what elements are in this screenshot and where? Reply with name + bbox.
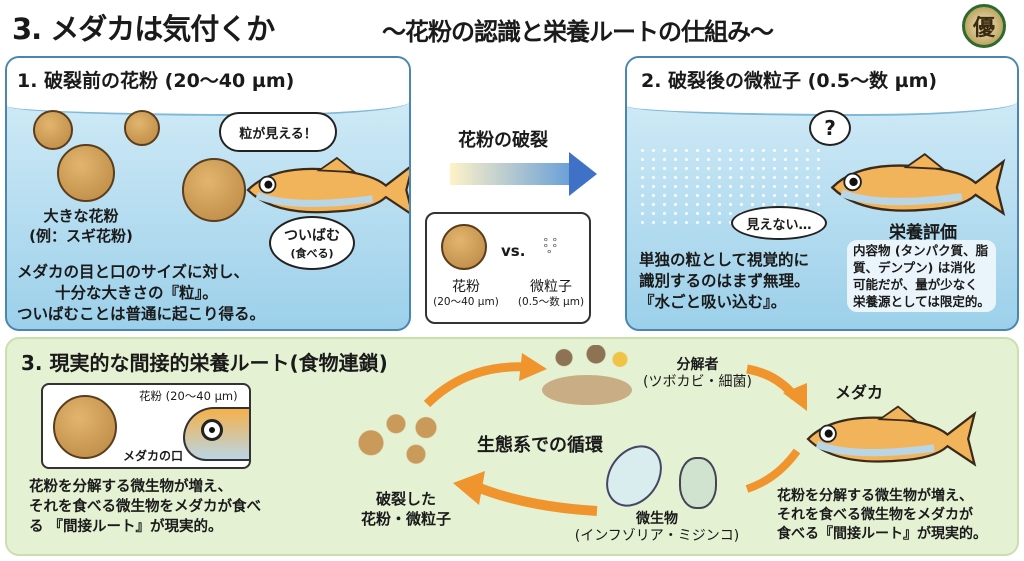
bubble-text: (食べる) (290, 247, 334, 260)
medaka-fish-icon (239, 154, 411, 226)
broken-pollen-icon (351, 401, 451, 477)
panel3-right-body: 花粉を分解する微生物が増え、それを食べる微生物をメダカが食べる『間接ルート』が現… (777, 487, 987, 544)
label-line: 破裂した (376, 490, 437, 508)
body-line: ついばむことは普通に起こり得る。 (17, 305, 266, 323)
panel-after-rupture: 2. 破裂後の微粒子 (0.5〜数 µm) ? 見えない… 単独の粒として視覚的… (625, 56, 1019, 331)
logo-emblem: 優 (962, 4, 1006, 48)
fungi-caps-icon (552, 345, 632, 381)
vs-label: vs. (501, 242, 526, 260)
body-line: 十分な大きさの『粒』。 (55, 284, 218, 302)
body-line: る 『間接ルート』が現実的。 (29, 519, 223, 535)
arrow-medaka-microbes (745, 448, 801, 493)
rupture-arrow-head (569, 152, 597, 196)
water-surface (627, 58, 1017, 116)
broken-pollen-label: 破裂した花粉・微粒子 (361, 489, 451, 529)
page-title: 3. メダカは気付くか (12, 12, 275, 46)
body-line: 栄養源としては限定的。 (853, 294, 990, 309)
label-line: 微生物 (636, 511, 678, 527)
medaka-label: メダカ (835, 383, 884, 402)
water-surface (7, 58, 409, 116)
decomposer-label: 分解者(ツボカビ・細菌) (643, 357, 752, 391)
question-bubble: ? (809, 110, 851, 146)
arrow-to-decomposer (423, 362, 528, 408)
medaka-fish-icon (799, 403, 979, 475)
inset-mouth-label: メダカの口 (123, 449, 184, 463)
panel1-title: 1. 破裂前の花粉 (20〜40 µm) (17, 70, 295, 92)
body-line: 可能だが、量が少なく (853, 277, 978, 292)
pollen-label: 大きな花粉 (例：スギ花粉) (21, 206, 141, 246)
panel-indirect-route: 3. 現実的な間接的栄養ルート(食物連鎖) 花粉 (20〜40 µm) メダカの… (5, 337, 1019, 556)
pollen-icon (441, 224, 487, 270)
body-line: それを食べる微生物をメダカが (777, 507, 973, 523)
bitten-pollen-icon (182, 158, 246, 222)
body-line: 質、デンプン) は消化 (853, 260, 976, 275)
pollen-label-line: 大きな花粉 (43, 207, 119, 225)
label-line: (インフゾリア・ミジンコ) (574, 528, 740, 544)
body-line: 内容物 (タンパク質、脂 (853, 243, 989, 258)
label-line: 花粉・微粒子 (361, 510, 452, 528)
panel3-left-body: 花粉を分解する微生物が増え、それを食べる微生物をメダカが食べる 『間接ルート』が… (29, 477, 261, 537)
fish-eye-icon (201, 419, 223, 441)
rupture-label: 花粉の破裂 (458, 130, 548, 151)
body-line: 単独の粒として視覚的に (639, 251, 810, 269)
panel2-title: 2. 破裂後の微粒子 (0.5〜数 µm) (641, 70, 938, 92)
speech-bubble-grain-visible: 粒が見える！ (219, 112, 337, 152)
large-pollen-icon (57, 144, 115, 202)
nutrition-box: 内容物 (タンパク質、脂質、デンプン) は消化可能だが、量が少なく栄養源としては… (847, 240, 996, 312)
label-name: 花粉 (452, 279, 480, 295)
pollen-label-line: (例：スギ花粉) (29, 227, 133, 245)
panel3-title: 3. 現実的な間接的栄養ルート(食物連鎖) (21, 351, 388, 375)
microparticle-icon: ° °° ° ° (543, 236, 558, 261)
particle-compare-label: 微粒子(0.5〜数 µm) (511, 280, 591, 310)
bubble-text: 粒が見える！ (239, 126, 317, 142)
body-line: それを食べる微生物をメダカが食べ (29, 499, 261, 515)
pollen-icon (53, 395, 117, 459)
cycle-arrows (423, 353, 807, 516)
panel1-body: メダカの目と口のサイズに対し、十分な大きさの『粒』。ついばむことは普通に起こり得… (17, 262, 265, 325)
cycle-center-label: 生態系での循環 (477, 435, 603, 456)
logo-text: 優 (972, 16, 995, 41)
body-line: 花粉を分解する微生物が増え、 (777, 488, 973, 504)
label-size: (0.5〜数 µm) (517, 296, 585, 308)
comparison-box: vs. ° °° ° ° 花粉(20〜40 µm) 微粒子(0.5〜数 µm) (425, 212, 591, 324)
panel-before-rupture: 1. 破裂前の花粉 (20〜40 µm) 粒が見える！ ついばむ (食べる) 大き… (5, 56, 411, 331)
inset-pollen-label: 花粉 (20〜40 µm) (139, 389, 238, 403)
bubble-text: ついばむ (284, 228, 340, 244)
floating-pollen-icon (124, 110, 160, 146)
body-line: 食べる『間接ルート』が現実的。 (777, 526, 987, 542)
bubble-text: ? (824, 116, 836, 140)
label-line: 分解者 (676, 357, 719, 373)
page-subtitle: 〜花粉の認識と栄養ルートの仕組み〜 (382, 18, 774, 46)
bubble-text: 見えない… (746, 217, 812, 233)
daphnia-icon (679, 457, 717, 509)
floating-pollen-icon (33, 110, 73, 150)
label-size: (20〜40 µm) (433, 296, 499, 308)
mouth-inset: 花粉 (20〜40 µm) メダカの口 (41, 383, 251, 469)
label-name: 微粒子 (530, 279, 572, 295)
arrow-to-broken (475, 482, 598, 516)
label-line: (ツボカビ・細菌) (643, 374, 752, 390)
arrow-to-broken-head (453, 471, 485, 505)
arrow-to-decomposer-head (519, 353, 547, 381)
pollen-compare-label: 花粉(20〜40 µm) (429, 280, 503, 310)
cannot-see-bubble: 見えない… (731, 206, 827, 240)
body-line: 識別するのはまず無理。 (639, 272, 810, 290)
arrow-to-medaka-head (783, 383, 807, 411)
speech-bubble-peck: ついばむ (食べる) (269, 216, 355, 270)
nutrition-title: 栄養評価 (889, 223, 957, 243)
body-line: メダカの目と口のサイズに対し、 (17, 263, 250, 281)
body-line: 『水ごと吸い込む』。 (639, 293, 787, 311)
body-line: 花粉を分解する微生物が増え、 (29, 479, 232, 495)
panel2-body: 単独の粒として視覚的に識別するのはまず無理。『水ごと吸い込む』。 (639, 250, 810, 313)
microbes-label: 微生物(インフゾリア・ミジンコ) (567, 511, 747, 545)
medaka-fish-icon (823, 150, 1008, 225)
rupture-arrow (450, 163, 570, 185)
